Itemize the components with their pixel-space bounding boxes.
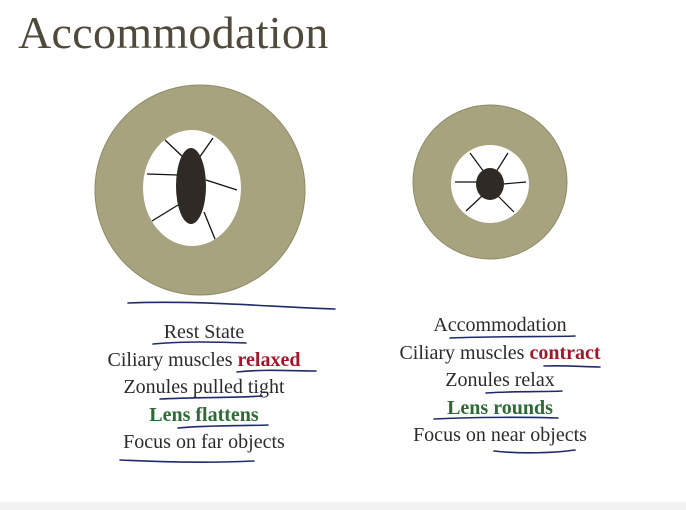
underline-annotation [485, 390, 563, 394]
rest-focus-line: Focus on far objects [123, 431, 285, 453]
accommodation-heading: Accommodation [433, 314, 567, 336]
zonule-fiber [497, 195, 515, 213]
rest-ciliary-label: Ciliary muscles [107, 348, 238, 371]
zonule-fiber [203, 211, 216, 240]
zonule-fiber [495, 152, 509, 173]
underline-annotation [177, 424, 269, 429]
accommodation-ciliary-state: contract [529, 341, 601, 364]
underline-annotation [127, 301, 336, 310]
accommodation-ciliary-label: Ciliary muscles [399, 341, 530, 364]
zonule-fiber [502, 181, 527, 185]
accommodation-eye [412, 104, 568, 260]
zonule-fiber [164, 139, 185, 159]
underline-annotation [152, 341, 247, 345]
lens-flat [176, 148, 206, 224]
accommodation-lens-line: Lens rounds [447, 396, 553, 419]
zonule-fiber [146, 173, 179, 176]
accommodation-ciliary-line: Ciliary muscles contract [350, 340, 650, 368]
underline-annotation [236, 369, 317, 373]
zonule-fiber [205, 179, 238, 191]
zonule-fiber [151, 204, 179, 222]
zonule-fiber [465, 195, 483, 212]
pen-annotations [119, 301, 601, 463]
zonule-fiber [469, 152, 485, 173]
accommodation-caption: Accommodation Ciliary muscles contract Z… [350, 312, 650, 450]
bottom-edge-strip [0, 502, 686, 510]
rest-ciliary-state: relaxed [237, 348, 301, 371]
accommodation-focus-line: Focus on near objects [413, 424, 587, 446]
lens-round [476, 168, 504, 200]
zonule-fiber [198, 137, 214, 159]
underline-annotation [449, 335, 576, 339]
rest-state-caption: Rest State Ciliary muscles relaxed Zonul… [54, 319, 354, 457]
rest-ciliary-line: Ciliary muscles relaxed [54, 347, 354, 375]
rest-lens-line: Lens flattens [149, 403, 259, 426]
underline-annotation [159, 395, 263, 400]
zonule-fibers-accommodation [455, 152, 527, 213]
rest-zonules-line: Zonules pulled tight [123, 376, 285, 398]
underline-annotation [493, 449, 576, 454]
underline-annotation [433, 416, 559, 420]
zonule-fibers-rest [146, 137, 238, 240]
rest-state-heading: Rest State [163, 321, 245, 343]
accommodation-zonules-line: Zonules relax [445, 369, 555, 391]
underline-annotation [119, 459, 255, 463]
underline-annotation [543, 364, 601, 368]
slide-title: Accommodation [18, 7, 329, 58]
rest-state-eye [94, 84, 306, 296]
